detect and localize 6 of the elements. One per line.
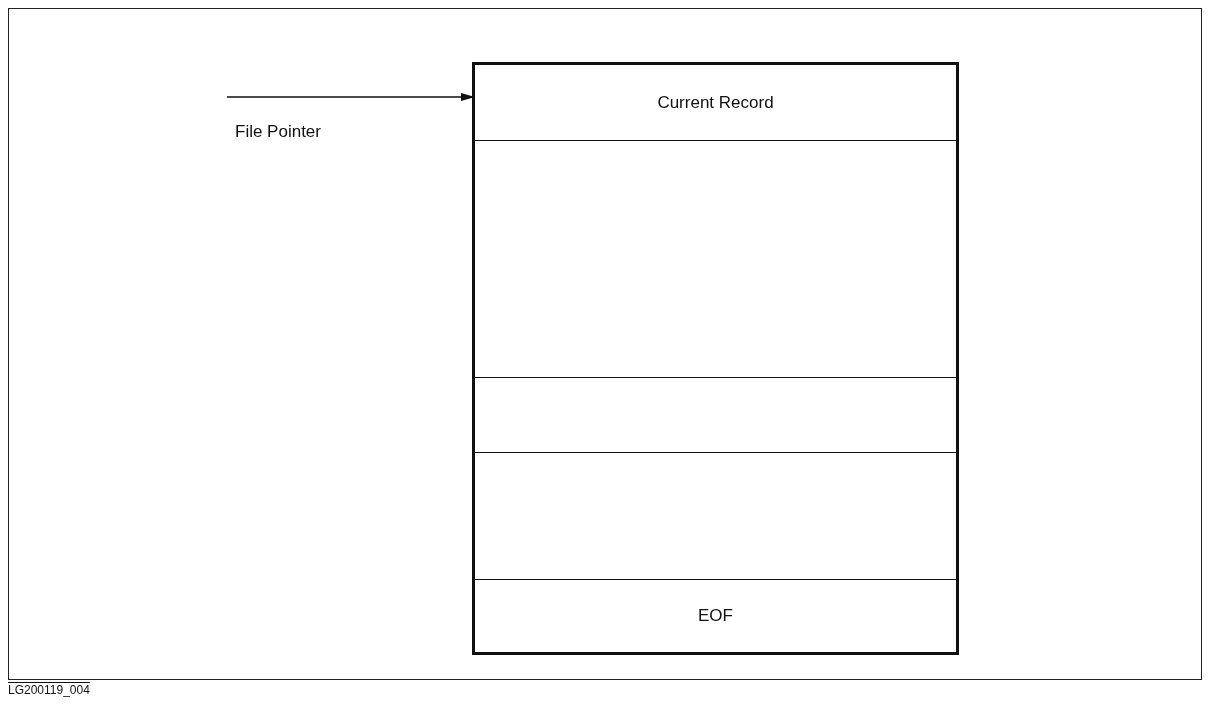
figure-id: LG200119_004 — [8, 683, 90, 697]
file-column — [472, 62, 959, 655]
row-label: EOF — [698, 606, 733, 626]
row-label: Current Record — [657, 92, 774, 113]
arrow — [226, 93, 476, 101]
edge-label: File Pointer — [235, 122, 321, 142]
